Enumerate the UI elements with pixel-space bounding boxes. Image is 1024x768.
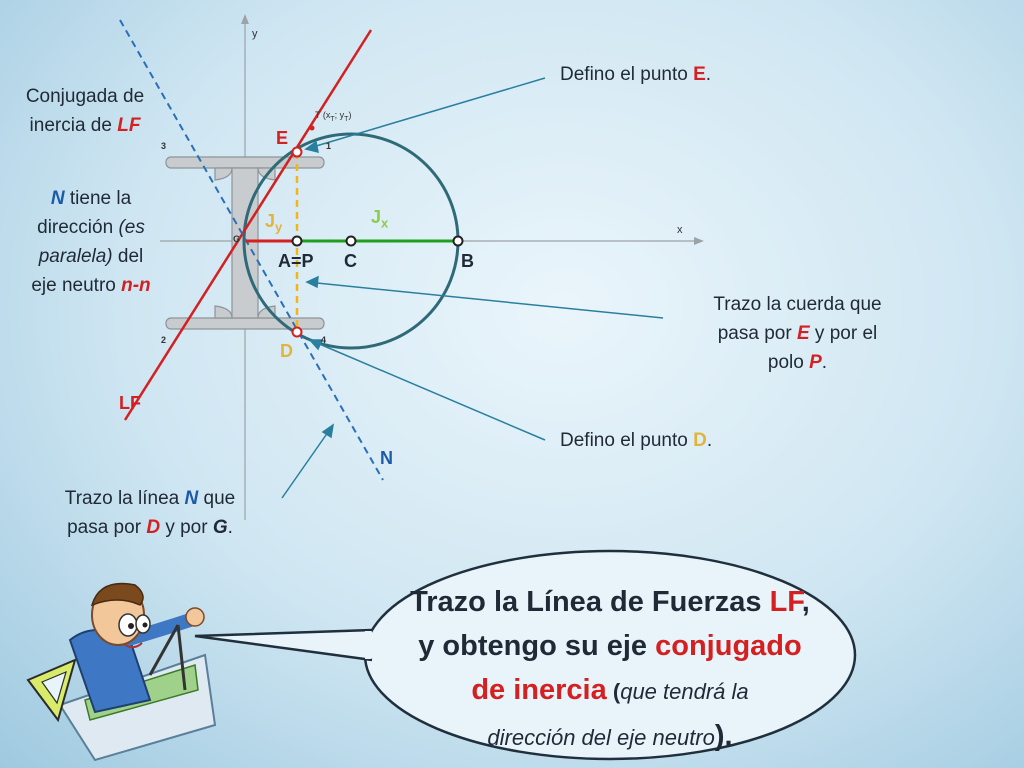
point-b xyxy=(452,235,464,247)
label-b: B xyxy=(461,251,474,271)
label-d: D xyxy=(280,341,293,361)
note-define-e: Defino el punto E. xyxy=(560,64,712,85)
centroid-label: G xyxy=(233,234,241,244)
label-jy: Jy xyxy=(265,211,283,235)
corner-2-label: 2 xyxy=(161,335,167,345)
point-ap xyxy=(291,235,303,247)
note-chord: Trazo la cuerda que pasa por E y por el … xyxy=(713,294,882,373)
label-c: C xyxy=(344,251,357,271)
point-t-label: T (xT; yT) xyxy=(315,110,352,123)
point-e xyxy=(291,146,303,158)
cartoon-engineer-illustration xyxy=(26,582,217,762)
note-line-n: Trazo la línea N que pasa por D y por G. xyxy=(64,488,236,538)
label-jx: Jx xyxy=(371,207,389,231)
point-d xyxy=(291,326,303,338)
x-axis-arrow xyxy=(694,237,704,245)
pointer-arrows xyxy=(281,77,664,499)
note-n-direction: N tiene la dirección (es paralela) del e… xyxy=(31,188,151,296)
corner-1-label: 1 xyxy=(326,141,332,151)
label-ap: A=P xyxy=(278,251,314,271)
y-axis-label: y xyxy=(252,28,258,40)
note-define-d: Defino el punto D. xyxy=(560,430,713,451)
y-axis-arrow xyxy=(241,14,249,24)
point-c xyxy=(345,235,357,247)
label-e: E xyxy=(276,128,289,148)
label-lf: LF xyxy=(119,393,141,413)
point-t xyxy=(309,125,315,131)
note-conjugate: Conjugada de inercia de LF xyxy=(25,86,145,136)
speech-bubble-tail xyxy=(195,630,372,660)
speech-bubble-text: Trazo la Línea de Fuerzas LF, y obtengo … xyxy=(410,586,810,752)
neutral-line-n xyxy=(119,19,384,481)
x-axis-label: x xyxy=(677,224,683,236)
force-line-lf xyxy=(123,29,373,421)
label-n: N xyxy=(380,448,393,468)
corner-4-label: 4 xyxy=(321,335,327,345)
corner-3-label: 3 xyxy=(161,141,167,151)
